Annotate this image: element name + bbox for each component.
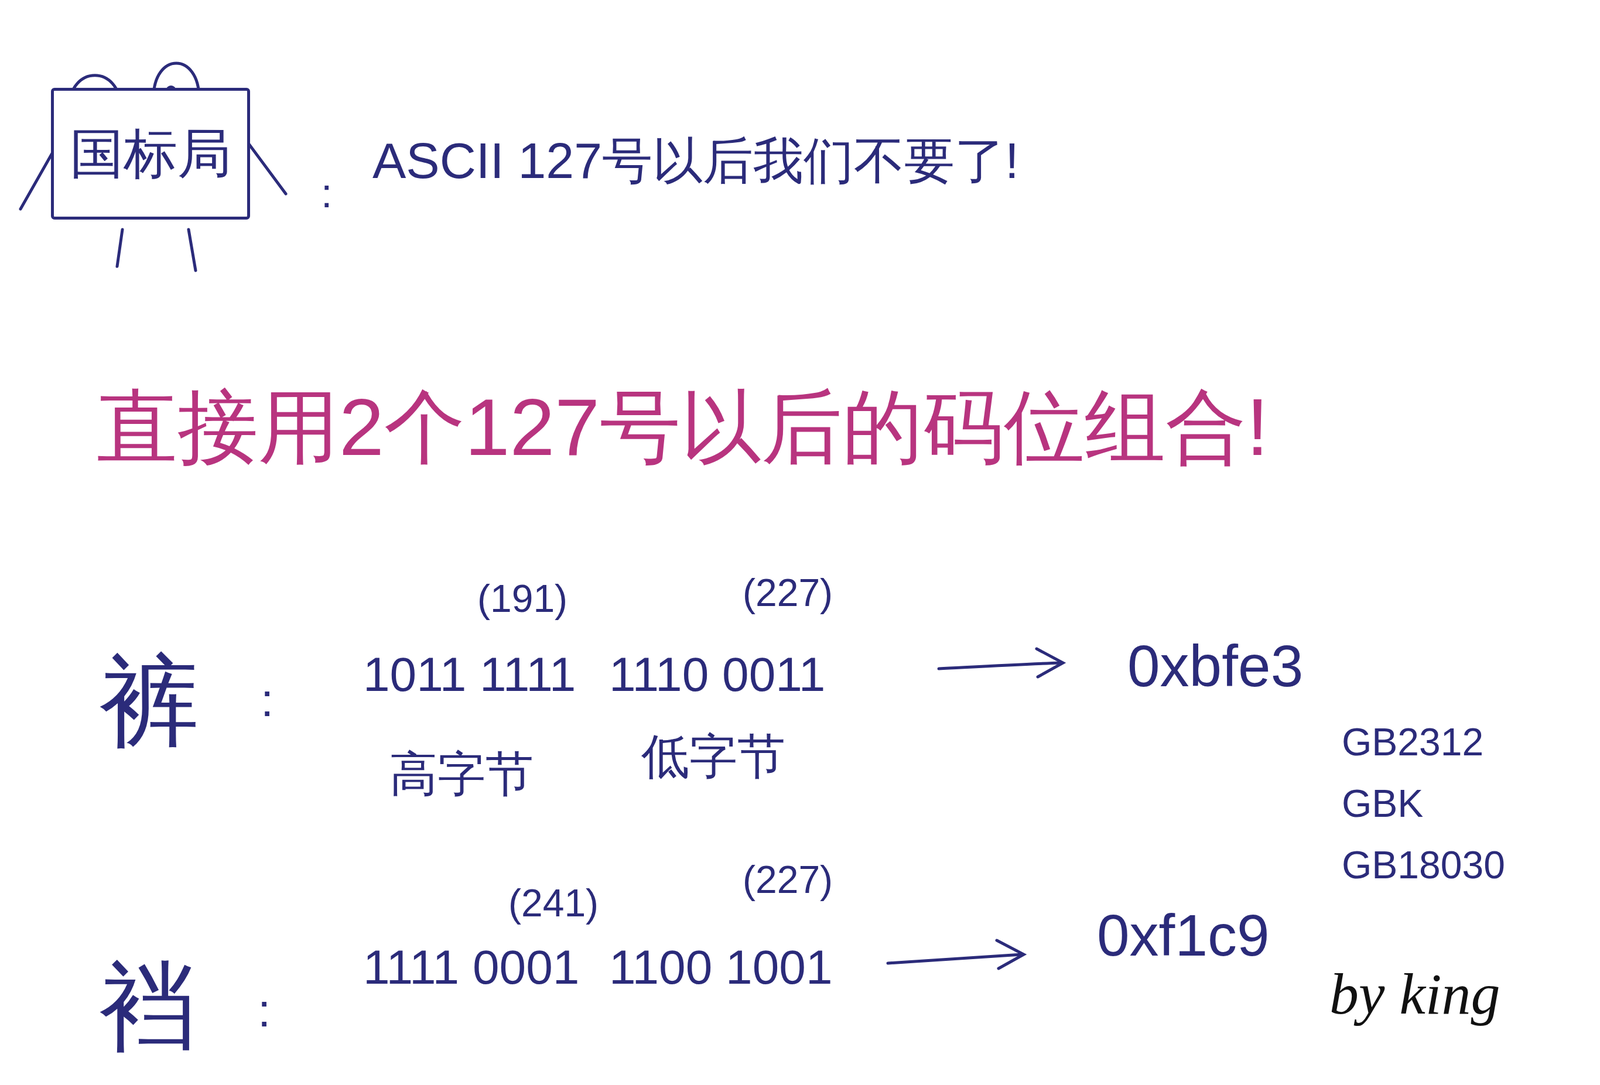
arrow-line [938, 662, 1062, 669]
standard-name: GBK [1341, 781, 1424, 827]
byte-caption: 低字节 [641, 729, 786, 785]
character: 裤 [99, 644, 200, 760]
arrow-head [996, 940, 1024, 969]
sign-leg [188, 229, 196, 271]
binary-byte: 1110 0011 [609, 647, 826, 703]
decimal-value: (191) [477, 576, 568, 622]
arrow-head [1036, 648, 1063, 678]
sign-arm [248, 144, 286, 194]
binary-byte: 1011 1111 [363, 647, 576, 703]
headline: 直接用2个127号以后的码位组合! [96, 380, 1269, 474]
standard-name: GB2312 [1341, 720, 1484, 765]
sign-box: 国标局 [50, 87, 251, 220]
colon: : [257, 983, 271, 1038]
binary-byte: 1111 0001 [363, 939, 580, 996]
decimal-value: (227) [742, 857, 833, 903]
binary-byte: 1100 1001 [609, 939, 833, 996]
speech-text: ASCII 127号以后我们不要了! [372, 131, 1020, 190]
decimal-value: (227) [742, 571, 833, 616]
standard-name: GB18030 [1341, 843, 1506, 888]
colon: : [320, 169, 333, 218]
character: 裆 [99, 951, 197, 1063]
byte-caption: 高字节 [389, 746, 534, 802]
hex-code: 0xf1c9 [1096, 901, 1270, 970]
sign-leg [117, 229, 123, 267]
decimal-value: (241) [508, 881, 599, 926]
signature: by king [1329, 960, 1501, 1028]
hex-code: 0xbfe3 [1127, 632, 1304, 700]
sign-text: 国标局 [69, 124, 232, 184]
arrow-line [887, 954, 1022, 964]
colon: : [260, 673, 274, 728]
